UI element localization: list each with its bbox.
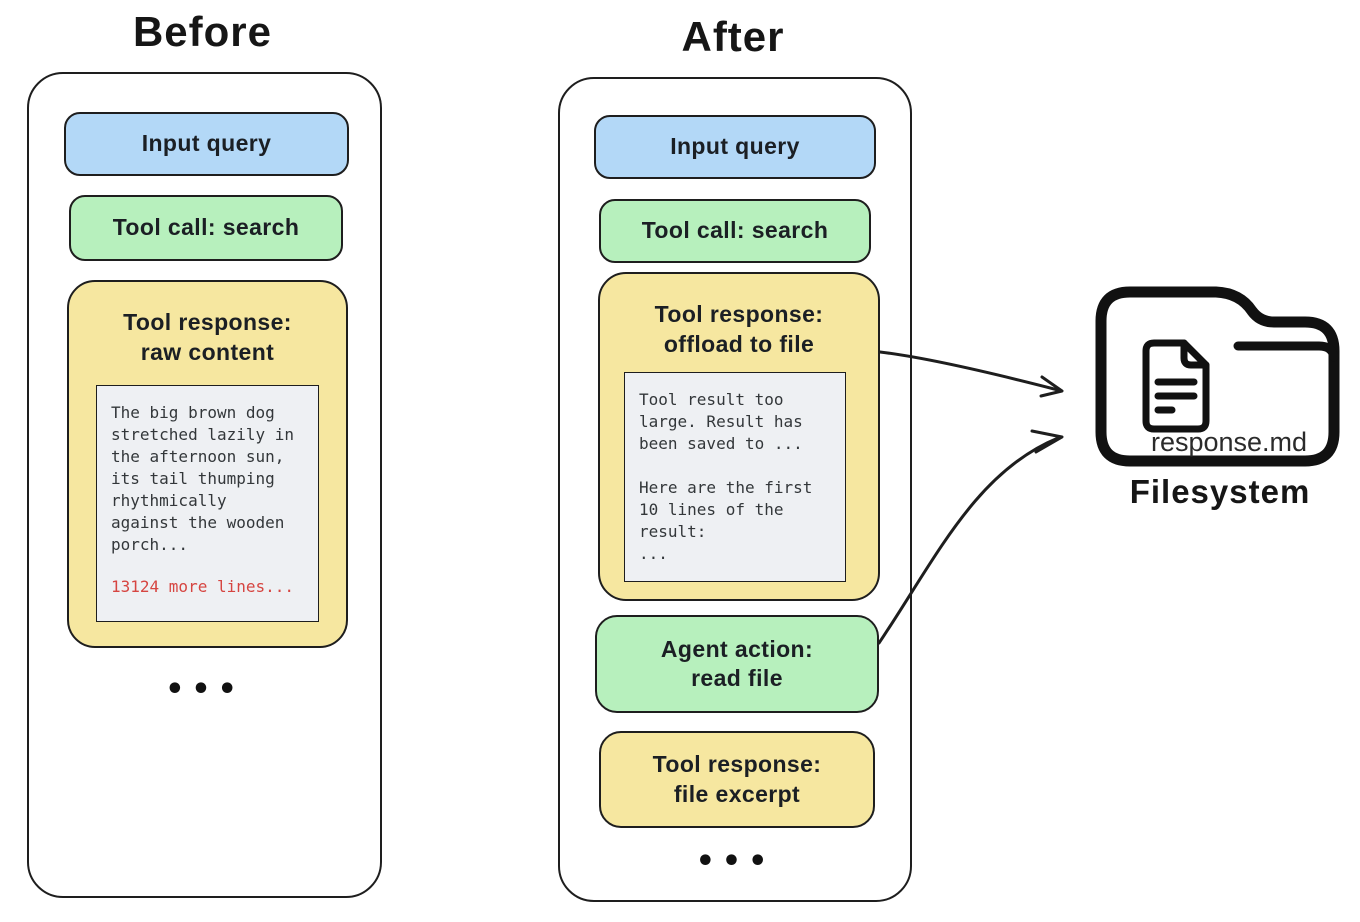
folder-flap-line bbox=[1233, 341, 1339, 362]
before-title: Before bbox=[132, 8, 273, 55]
folder-outline bbox=[1095, 286, 1340, 467]
more-lines-label: 13124 more lines... bbox=[111, 577, 295, 596]
after-tool-response-title: Tool response: offload to file bbox=[654, 301, 824, 357]
filesystem-label: Filesystem bbox=[1129, 473, 1311, 510]
before-tool-call-node: Tool call: search bbox=[69, 195, 343, 261]
after-tool-call-node: Tool call: search bbox=[599, 199, 871, 263]
offload-message-text: Tool result too large. Result has been s… bbox=[639, 390, 813, 563]
tool-response-file-excerpt-node: Tool response: file excerpt bbox=[599, 731, 875, 828]
file-name-label: response.md bbox=[1151, 427, 1307, 457]
after-tool-response-node: Tool response: offload to file Tool resu… bbox=[598, 272, 880, 601]
before-panel: Input query Tool call: search Tool respo… bbox=[27, 72, 382, 898]
before-input-query-node: Input query bbox=[64, 112, 349, 176]
before-tool-response-title: Tool response: raw content bbox=[123, 309, 292, 365]
before-more-items-ellipsis-icon: ••• bbox=[165, 672, 244, 707]
raw-content-text: The big brown dog stretched lazily in th… bbox=[111, 403, 295, 554]
after-panel: Input query Tool call: search Tool respo… bbox=[558, 77, 912, 902]
offload-message-box: Tool result too large. Result has been s… bbox=[624, 372, 846, 582]
filesystem-folder-icon: response.md bbox=[1095, 286, 1340, 467]
after-title: After bbox=[681, 13, 785, 60]
document-icon bbox=[1142, 339, 1210, 433]
before-tool-response-node: Tool response: raw content The big brown… bbox=[67, 280, 348, 648]
raw-content-box: The big brown dog stretched lazily in th… bbox=[96, 385, 319, 622]
agent-action-read-file-node: Agent action: read file bbox=[595, 615, 879, 713]
after-more-items-ellipsis-icon: ••• bbox=[695, 844, 775, 879]
after-input-query-node: Input query bbox=[594, 115, 876, 179]
